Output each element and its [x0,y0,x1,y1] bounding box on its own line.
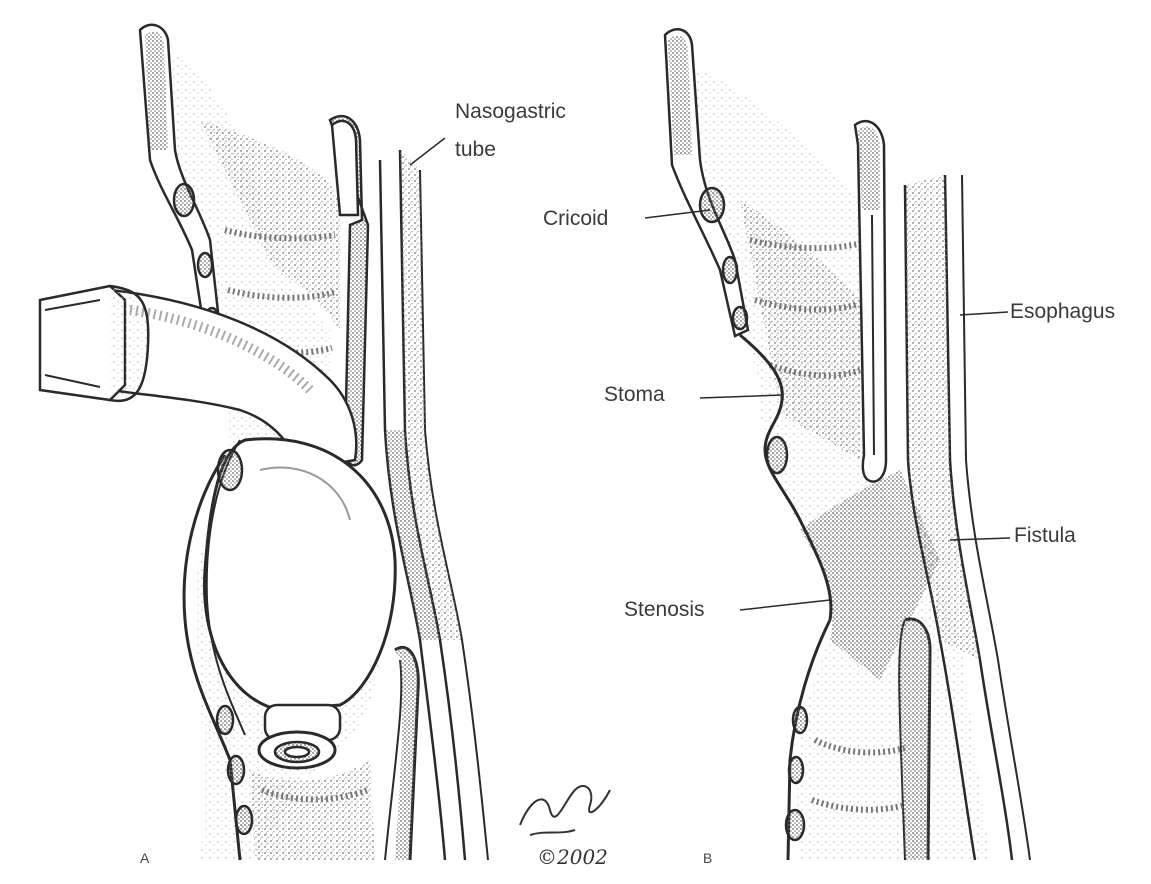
label-nasogastric-tube-line2: tube [455,138,496,162]
label-cricoid: Cricoid [543,207,608,231]
panel-letter-a: A [140,850,149,866]
artist-signature-mark [520,786,610,835]
panel-a-drawing [40,25,488,860]
copyright-year: ©2002 [537,845,608,869]
label-nasogastric-tube-line1: Nasogastric [455,100,566,124]
label-fistula: Fistula [1014,524,1076,548]
label-stenosis: Stenosis [624,598,705,622]
panel-letter-b: B [703,850,712,866]
panel-b-drawing [645,29,1030,860]
label-esophagus: Esophagus [1010,300,1115,324]
label-stoma: Stoma [604,383,665,407]
